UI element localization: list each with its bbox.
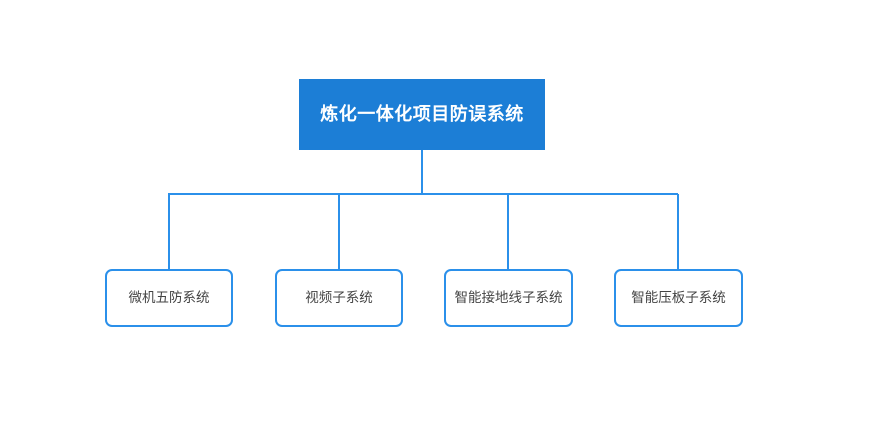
child-node-2-label: 视频子系统 bbox=[305, 289, 373, 305]
child-node-3[interactable]: 智能接地线子系统 bbox=[444, 269, 573, 327]
child-node-1-label: 微机五防系统 bbox=[128, 289, 210, 305]
child-node-4[interactable]: 智能压板子系统 bbox=[614, 269, 743, 327]
child-node-2[interactable]: 视频子系统 bbox=[275, 269, 403, 327]
child-node-3-label: 智能接地线子系统 bbox=[454, 289, 563, 305]
root-node[interactable]: 炼化一体化项目防误系统 bbox=[299, 79, 545, 150]
child-node-4-label: 智能压板子系统 bbox=[631, 289, 726, 305]
root-node-label: 炼化一体化项目防误系统 bbox=[320, 103, 524, 124]
child-node-1[interactable]: 微机五防系统 bbox=[105, 269, 233, 327]
